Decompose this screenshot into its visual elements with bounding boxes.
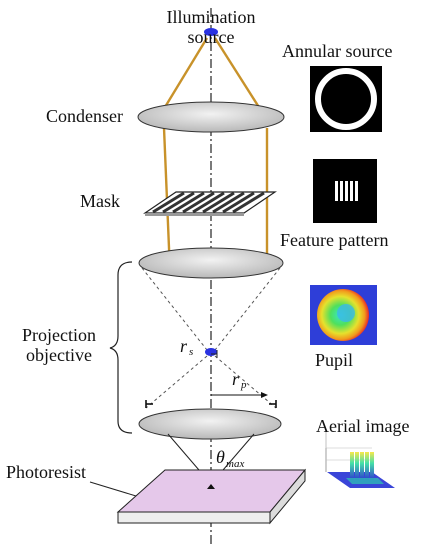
- cone-right: [214, 267, 281, 351]
- cone-lower-right: [214, 355, 277, 409]
- aerial-image-plot: [325, 430, 395, 488]
- feature-pattern-label: Feature pattern: [280, 230, 389, 250]
- photoresist-pointer: [89, 481, 137, 497]
- annular-source-label: Annular source: [282, 41, 393, 61]
- projection-objective-label: Projection objective: [22, 325, 96, 365]
- theta-subscript: max: [226, 458, 245, 470]
- beam-left-upper: [160, 37, 209, 113]
- pupil-label: Pupil: [315, 350, 354, 370]
- annular-source-image: [310, 66, 382, 132]
- objective-lower-lens: [138, 408, 282, 440]
- theta-symbol: θ: [216, 447, 225, 467]
- objective-bracket: [109, 261, 133, 434]
- rs-subscript: s: [189, 346, 194, 358]
- photoresist-label: Photoresist: [6, 462, 87, 482]
- mask-label: Mask: [80, 191, 120, 211]
- rp-symbol: r: [232, 369, 240, 389]
- aperture-stop-left: [145, 400, 153, 408]
- feature-pattern-image: [313, 159, 377, 223]
- focus-point-icon: [207, 484, 215, 489]
- aperture-stop-right: [269, 400, 277, 408]
- aerial-image-label: Aerial image: [316, 416, 410, 436]
- pupil-point-icon: [205, 348, 217, 356]
- objective-upper-lens: [138, 247, 284, 279]
- rs-symbol: r: [180, 336, 188, 356]
- rp-subscript: p: [241, 379, 247, 391]
- photoresist-wafer: [116, 468, 307, 525]
- illumination-source-label: Illumination source: [166, 7, 256, 47]
- condenser-label: Condenser: [46, 106, 123, 126]
- beam-right-upper: [213, 37, 264, 113]
- mask: [143, 191, 277, 216]
- illumination-source-icon: [204, 28, 218, 36]
- pupil-image: [310, 285, 377, 345]
- cone-left: [141, 267, 208, 351]
- condenser-lens: [137, 101, 285, 133]
- cone-lower-left: [145, 355, 208, 409]
